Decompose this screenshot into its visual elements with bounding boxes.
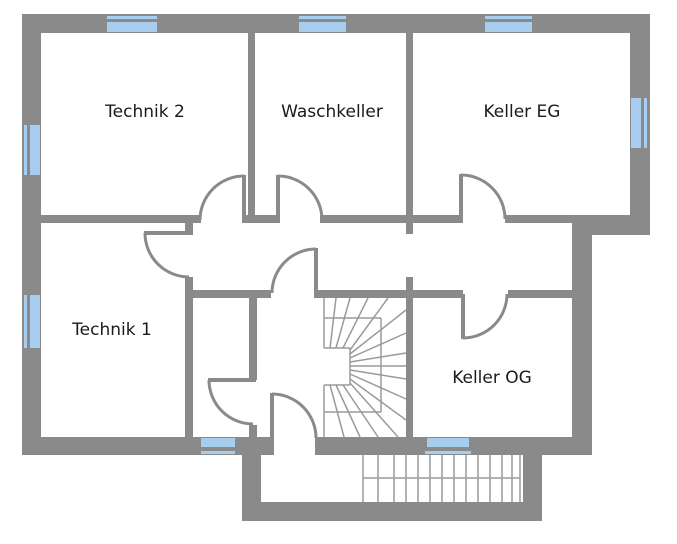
- doors: [143, 173, 509, 455]
- room-label-technik-2: Technik 2: [104, 102, 185, 122]
- door-stair-corridor[interactable]: [270, 247, 318, 298]
- wall-eg-bottom: [505, 215, 585, 223]
- room-label-waschkeller: Waschkeller: [281, 102, 383, 122]
- staircase: [323, 297, 407, 438]
- windows: [24, 16, 647, 454]
- door-keller-eg[interactable]: [459, 173, 507, 223]
- window-keller-eg-top: [485, 16, 532, 32]
- window-technik-1-left: [24, 295, 40, 348]
- outer-walls: [22, 14, 650, 455]
- room-labels: Technik 2 Waschkeller Keller EG Technik …: [71, 102, 560, 388]
- annex-bottom-wall: [242, 502, 542, 521]
- entrance-stairs: [362, 455, 521, 502]
- wall-t2-jamb: [185, 215, 193, 231]
- interior-walls: [41, 33, 585, 437]
- door-storage[interactable]: [207, 378, 256, 426]
- room-label-technik-1: Technik 1: [71, 320, 152, 340]
- wall-t2-wasch: [248, 33, 255, 223]
- window-technik-2-left: [24, 125, 40, 175]
- wall-hall-bottom-left: [193, 290, 271, 298]
- room-label-keller-eg: Keller EG: [484, 102, 561, 122]
- door-exit[interactable]: [270, 392, 318, 455]
- door-waschkeller[interactable]: [276, 174, 324, 223]
- entrance-annex: [242, 455, 542, 521]
- door-technik-2[interactable]: [198, 174, 246, 223]
- room-label-keller-og: Keller OG: [452, 368, 532, 388]
- window-keller-eg-right: [631, 98, 647, 148]
- wall-hall-bottom-mid: [315, 290, 415, 298]
- wall-t1-right: [185, 277, 193, 437]
- wall-right-lower: [572, 215, 592, 455]
- wall-og-top-left: [413, 290, 463, 298]
- window-storage-bottom: [201, 438, 235, 454]
- wall-left: [22, 14, 41, 455]
- window-waschkeller-top: [299, 16, 346, 32]
- wall-door-stub-1: [243, 215, 278, 223]
- door-keller-og[interactable]: [461, 293, 509, 340]
- wall-t2-bottom: [41, 215, 201, 223]
- wall-eg-bottom-left: [413, 215, 460, 223]
- door-technik-1[interactable]: [143, 231, 193, 279]
- window-technik-2-top: [107, 16, 157, 32]
- wall-wasch-bottom: [320, 215, 420, 223]
- wall-storage-right: [249, 298, 257, 380]
- wall-storage-right-low: [249, 425, 257, 437]
- wall-wasch-eg: [406, 33, 413, 234]
- window-keller-og-bottom: [425, 438, 471, 454]
- wall-og-top: [508, 290, 578, 298]
- wall-stairs-og: [406, 277, 413, 437]
